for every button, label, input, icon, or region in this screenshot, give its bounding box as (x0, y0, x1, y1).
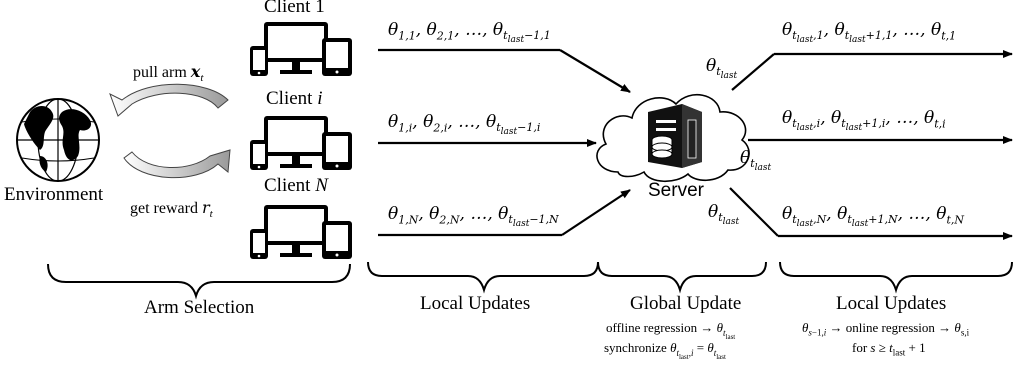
client-1-label: Client 1 (264, 0, 325, 17)
theta-tlast-label-middle: θtlast (740, 148, 772, 174)
environment-label: Environment (4, 184, 104, 205)
theta-tlast-label-bottom: θtlast (708, 202, 740, 228)
get-reward-label: get reward rt (130, 198, 213, 221)
global-note-synchronize: synchronize θtlast,i = θtlast (604, 340, 726, 361)
devices-icon-client-n (250, 205, 352, 259)
brace-global-update (597, 261, 767, 294)
cloud-server-icon (596, 94, 750, 183)
client-i-label: Client i (266, 88, 323, 109)
brace-arm-selection (47, 263, 351, 300)
client1-sequence: θ1,1, θ2,1, …, θtlast−1,1 (388, 20, 551, 46)
devices-icon-client-1 (250, 22, 352, 76)
local-updates-title-2: Local Updates (836, 293, 947, 314)
clientn-sequence: θ1,N, θ2,N, …, θtlast−1,N (388, 204, 559, 230)
clientn-to-server-arrow (378, 189, 631, 237)
server-label: Server (648, 180, 704, 201)
client-n-label: Client N (264, 175, 328, 196)
get-reward-curved-arrow (123, 149, 231, 179)
local-note-online: θs−1,i → online regression → θs,i (802, 320, 970, 338)
outi-sequence: θtlast,i, θtlast+1,i, …, θt,i (782, 108, 946, 134)
global-note-offline: offline regression → θtlast (606, 320, 736, 341)
globe-icon (16, 98, 100, 182)
pull-arm-curved-arrow (109, 83, 229, 117)
outn-sequence: θtlast,N, θtlast+1,N, …, θt,N (782, 204, 964, 230)
pull-arm-label: pull arm xt (133, 62, 204, 85)
theta-tlast-label-top: θtlast (706, 56, 738, 82)
devices-icon-client-i (250, 116, 352, 170)
brace-local-updates-2 (779, 261, 1013, 294)
brace-local-updates-1 (367, 261, 599, 294)
clienti-sequence: θ1,i, θ2,i, …, θtlast−1,i (388, 112, 541, 138)
local-updates-title-1: Local Updates (420, 293, 531, 314)
client1-to-server-arrow (378, 48, 631, 93)
local-note-for-s: for s ≥ tlast + 1 (852, 340, 926, 358)
arm-selection-title: Arm Selection (144, 297, 255, 318)
server-to-client1-arrow (731, 50, 1013, 91)
global-update-title: Global Update (630, 293, 742, 314)
out1-sequence: θtlast,1, θtlast+1,1, …, θt,1 (782, 20, 957, 46)
server-to-clientn-arrow (729, 187, 1013, 240)
